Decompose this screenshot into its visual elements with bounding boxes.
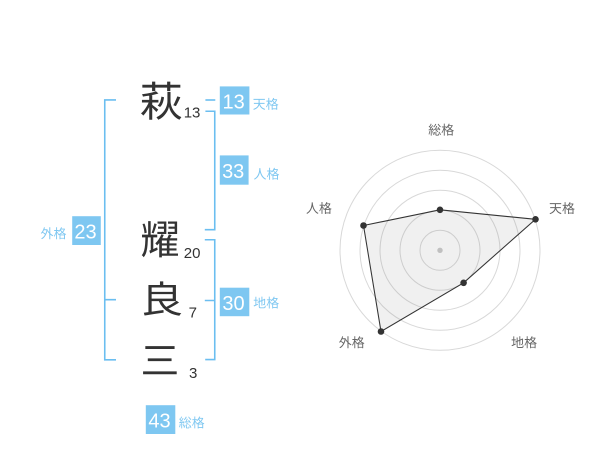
svg-text:13: 13 [184, 104, 201, 121]
svg-text:43: 43 [148, 411, 170, 433]
svg-text:3: 3 [189, 365, 197, 382]
svg-text:13: 13 [222, 91, 244, 113]
svg-text:30: 30 [222, 293, 244, 315]
svg-text:33: 33 [222, 161, 244, 183]
svg-text:23: 23 [74, 222, 96, 244]
svg-text:20: 20 [184, 245, 201, 262]
svg-text:7: 7 [189, 305, 197, 322]
